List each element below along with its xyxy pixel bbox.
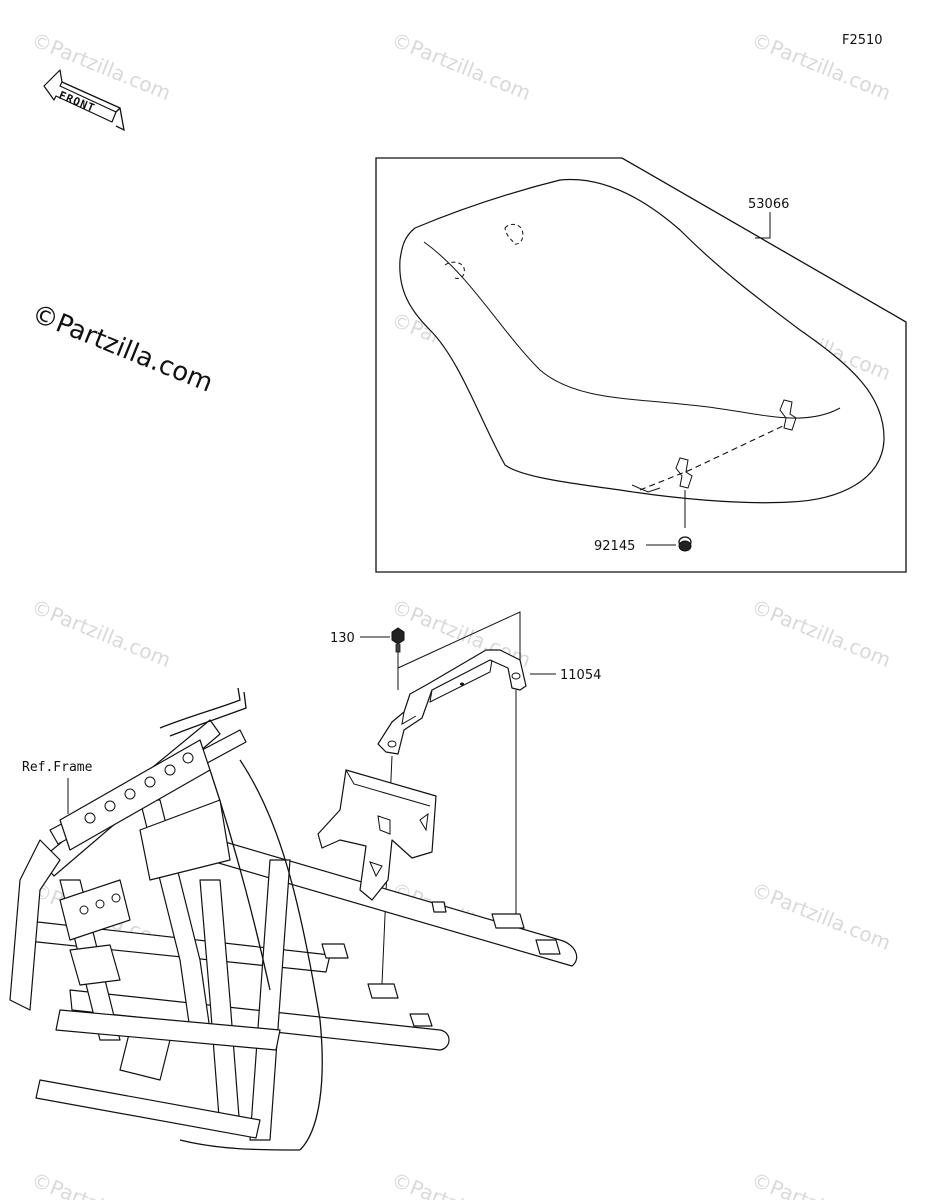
callout-bolt: 130	[330, 631, 355, 646]
callout-seat: 53066	[748, 197, 789, 212]
rear-support-bracket	[317, 769, 437, 901]
watermark: ©Partzilla.com	[388, 1167, 534, 1200]
seat-hook-part	[678, 536, 692, 552]
watermark: ©Partzilla.com	[748, 877, 894, 955]
seat-callout-line	[755, 212, 771, 239]
callout-seat-hook: 92145	[594, 539, 635, 554]
watermark: ©Partzilla.com	[748, 1167, 894, 1200]
diagram-code: F2510	[842, 33, 883, 48]
watermark: ©Partzilla.com	[748, 594, 894, 672]
callout-frame: Ref.Frame	[22, 760, 93, 775]
bolt-part	[391, 627, 405, 653]
watermark: ©Partzilla.com	[28, 594, 174, 672]
watermark: ©Partzilla.com	[388, 27, 534, 105]
front-arrow-label: FRONT	[57, 89, 97, 115]
seat	[399, 178, 885, 528]
watermark: ©Partzilla.com	[28, 1167, 174, 1200]
callout-bracket: 11054	[560, 668, 601, 683]
seat-bracket-part	[377, 649, 527, 755]
seat-inset-box	[375, 157, 907, 573]
copyright-text: ©Partzilla.com	[27, 299, 217, 399]
